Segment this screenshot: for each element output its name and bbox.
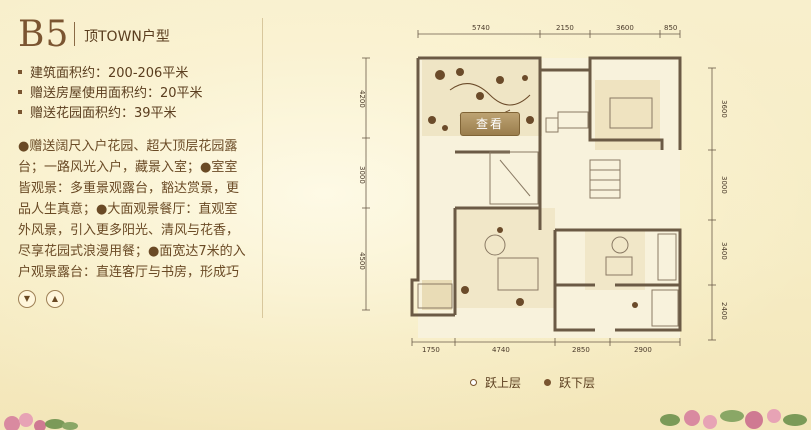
- bottom-dim-label: 2850: [572, 346, 590, 354]
- panel-divider: [262, 18, 263, 318]
- bullet-icon: [18, 110, 22, 114]
- scroll-down-button[interactable]: ▼: [18, 290, 36, 308]
- legend-lower-dot: [544, 379, 551, 386]
- top-dim-label: 5740: [472, 24, 490, 32]
- right-dim-label: 3000: [720, 176, 728, 194]
- walls: [410, 56, 682, 332]
- bullet-icon: [18, 70, 22, 74]
- bottom-dim-label: 2900: [634, 346, 652, 354]
- bullet-icon: [18, 90, 22, 94]
- right-dim-label: 3600: [720, 100, 728, 118]
- flower-decoration-left: [4, 413, 78, 430]
- spec-list: 建筑面积约：200-206平米 赠送房屋使用面积约：20平米 赠送花园面积约：3…: [18, 64, 203, 124]
- plan-code: B5: [18, 14, 70, 55]
- left-dim-label: 4500: [358, 252, 366, 270]
- legend-upper-dot: [470, 379, 477, 386]
- flower-decoration-right: [660, 409, 807, 429]
- top-dim-label: 850: [664, 24, 677, 32]
- left-dim-label: 3000: [358, 166, 366, 184]
- dimension-labels: 5740 2150 3600 850 1750 4740 2850 2900 4…: [358, 24, 728, 354]
- scroll-up-button[interactable]: ▲: [46, 290, 64, 308]
- interior-lines: [417, 97, 679, 327]
- right-dim-label: 2400: [720, 302, 728, 320]
- legend-lower: 跃下层: [544, 374, 595, 391]
- title-divider: [74, 22, 75, 46]
- top-dim-label: 2150: [556, 24, 574, 32]
- chevron-down-icon: ▼: [23, 294, 31, 303]
- plan-description: ●赠送阔尺入户花园、超大顶层花园露台；一路风光入户，藏景入室；●室室皆观景：多重…: [18, 139, 246, 280]
- bottom-dim-label: 1750: [422, 346, 440, 354]
- top-dim-label: 3600: [616, 24, 634, 32]
- legend-upper: 跃上层: [470, 374, 521, 391]
- spec-item: 赠送房屋使用面积约：20平米: [18, 84, 203, 104]
- bottom-dim-label: 4740: [492, 346, 510, 354]
- plan-type: 顶TOWN户型: [84, 29, 170, 45]
- chevron-up-icon: ▲: [51, 294, 59, 303]
- left-dim-label: 4200: [358, 90, 366, 108]
- right-dim-label: 3400: [720, 242, 728, 260]
- spec-item: 建筑面积约：200-206平米: [18, 64, 203, 84]
- dimension-lines: [362, 30, 716, 346]
- garden-plants: [428, 68, 638, 308]
- floor-area: [418, 58, 680, 338]
- view-button[interactable]: 查看: [460, 112, 520, 136]
- spec-item: 赠送花园面积约：39平米: [18, 104, 203, 124]
- floor-plan: 5740 2150 3600 850 1750 4740 2850 2900 4…: [358, 24, 728, 354]
